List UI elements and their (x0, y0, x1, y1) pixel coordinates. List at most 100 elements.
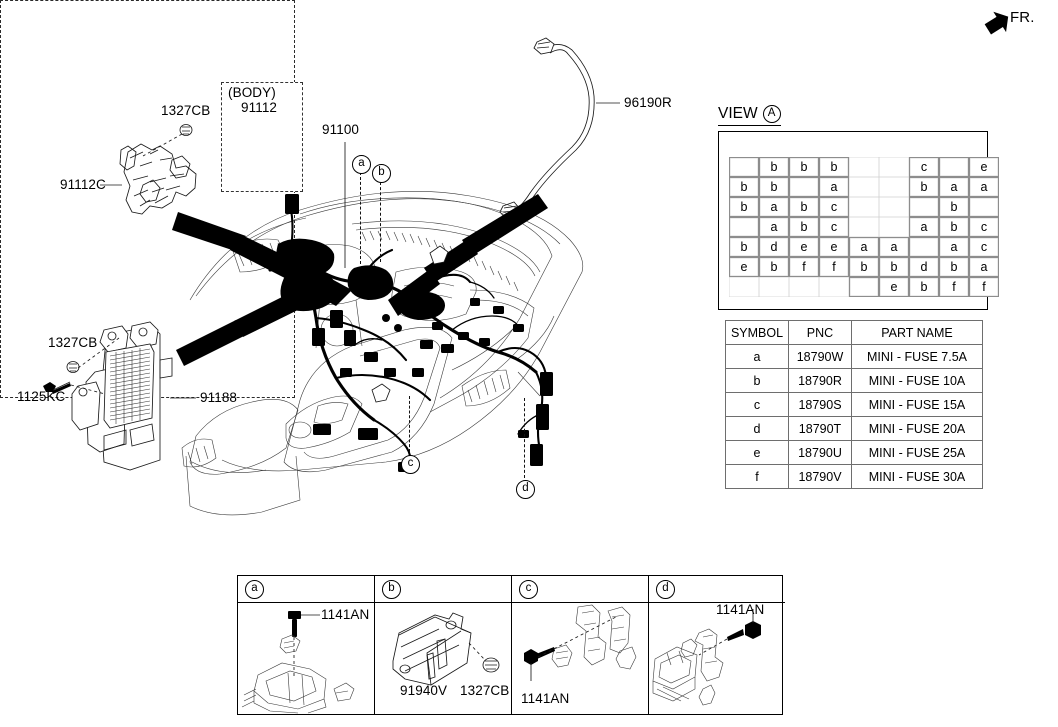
marker-a[interactable]: a (352, 155, 371, 174)
th-part-name: PART NAME (851, 320, 983, 345)
label-91112c: 91112C (60, 177, 106, 192)
fuse-cell-r3-c9 (969, 197, 999, 217)
part-91188-junction-box (71, 321, 173, 471)
cell-part-name: MINI - FUSE 25A (851, 440, 983, 465)
fuse-cell-r4-c9: c (969, 217, 999, 237)
detail-panel-d-body (649, 603, 785, 714)
leader-1327cb-top (142, 133, 183, 157)
harness-91100 (268, 194, 553, 472)
label-91188: 91188 (200, 390, 238, 405)
label-1125kc: 1125KC (17, 389, 66, 404)
fuse-cell-r7-c7: b (909, 277, 939, 297)
cell-symbol: f (725, 464, 789, 489)
detail-panel-c: c (512, 576, 649, 714)
cell-pnc: 18790S (788, 392, 852, 417)
fuse-cell-r2-c7: b (909, 177, 939, 197)
fuse-cell-r1-c4: b (819, 157, 849, 177)
fuse-cell-r6-c7: d (909, 257, 939, 277)
fuse-cell-r1-c7: c (909, 157, 939, 177)
th-symbol: SYMBOL (725, 320, 789, 345)
fuse-cell-r3-c8: b (939, 197, 969, 217)
fuse-cell-empty (879, 157, 909, 177)
marker-b[interactable]: b (372, 164, 391, 183)
fastener-1327cb-mid (66, 361, 80, 373)
fuse-cell-r7-c9: f (969, 277, 999, 297)
fuse-cell-r3-c3: b (789, 197, 819, 217)
bracket-detail-c (551, 604, 637, 670)
detail-badge-d: d (656, 580, 675, 599)
fuse-cell-empty (879, 217, 909, 237)
bolt-1141an-d (727, 621, 761, 641)
cell-symbol: a (725, 344, 789, 369)
fuse-cell-r6-c6: b (879, 257, 909, 277)
section-band-left-lower (176, 320, 244, 366)
fuse-cell-r6-c9: a (969, 257, 999, 277)
cell-part-name: MINI - FUSE 10A (851, 368, 983, 393)
detail-panel-b-header: b (375, 576, 511, 603)
leader-marker-a (360, 172, 361, 264)
cell-symbol: b (725, 368, 789, 393)
fuse-cell-r7-c5 (849, 277, 879, 297)
fuse-cell-r3-c7 (909, 197, 939, 217)
fuse-cell-empty (849, 157, 879, 177)
label-1327cb-top: 1327CB (161, 103, 211, 118)
fuse-cell-r7-c8: f (939, 277, 969, 297)
part-91112c-shape (119, 143, 197, 215)
cell-part-name: MINI - FUSE 20A (851, 416, 983, 441)
fuse-cell-r6-c1: e (729, 257, 759, 277)
fuse-cell-r3-c4: c (819, 197, 849, 217)
fuse-cell-empty (879, 177, 909, 197)
fuse-cell-r5-c5: a (849, 237, 879, 257)
part-91940v-shape (392, 612, 472, 686)
part-96190r-cable (499, 37, 595, 220)
fastener-1327cb-top (179, 124, 193, 136)
view-a-title-text: VIEW (718, 105, 758, 122)
fuse-cell-r5-c6: a (879, 237, 909, 257)
fuse-cell-r6-c5: b (849, 257, 879, 277)
detail-panel-c-header: c (512, 576, 648, 603)
detail-panels-container: a (237, 575, 785, 715)
marker-d[interactable]: d (516, 480, 535, 499)
cell-pnc: 18790V (788, 464, 852, 489)
fuse-cell-r1-c9: e (969, 157, 999, 177)
bolt-1141an-a (288, 611, 301, 637)
leader-marker-d (524, 398, 525, 478)
detail-a-label-1141an: 1141AN (321, 607, 370, 622)
th-pnc: PNC (788, 320, 852, 345)
fastener-1125kc (43, 381, 71, 394)
fuse-cell-empty (729, 277, 759, 297)
fuse-cell-r4-c7: a (909, 217, 939, 237)
cell-part-name: MINI - FUSE 30A (851, 464, 983, 489)
fuse-cell-empty (819, 277, 849, 297)
marker-c[interactable]: c (401, 455, 420, 474)
bracket-detail-d (652, 628, 724, 706)
fuse-cell-r4-c8: b (939, 217, 969, 237)
cell-pnc: 18790W (788, 344, 852, 369)
cell-symbol: c (725, 392, 789, 417)
fuse-cell-r1-c3: b (789, 157, 819, 177)
label-91112: 91112 (241, 100, 278, 115)
fuse-cell-empty (849, 217, 879, 237)
fuse-cell-r2-c3 (789, 177, 819, 197)
detail-panel-a: a (238, 576, 375, 714)
fuse-cell-r1-c8 (939, 157, 969, 177)
fuse-cell-r5-c2: d (759, 237, 789, 257)
detail-b-label-1327cb: 1327CB (460, 683, 510, 698)
fuse-cell-r1-c1 (729, 157, 759, 177)
fuse-cell-empty (849, 197, 879, 217)
table-header-row: SYMBOL PNC PART NAME (725, 320, 983, 345)
fuse-cell-r6-c3: f (789, 257, 819, 277)
body-group-box (221, 82, 303, 192)
detail-b-label-91940v: 91940V (400, 683, 448, 698)
cell-pnc: 18790R (788, 368, 852, 393)
detail-c-label-1141an: 1141AN (521, 691, 570, 706)
fuse-cell-r2-c1: b (729, 177, 759, 197)
fuse-cell-r2-c9: a (969, 177, 999, 197)
leader-marker-c (409, 396, 410, 452)
detail-badge-c: c (519, 580, 538, 599)
leader-1327cb-mid (77, 337, 120, 369)
